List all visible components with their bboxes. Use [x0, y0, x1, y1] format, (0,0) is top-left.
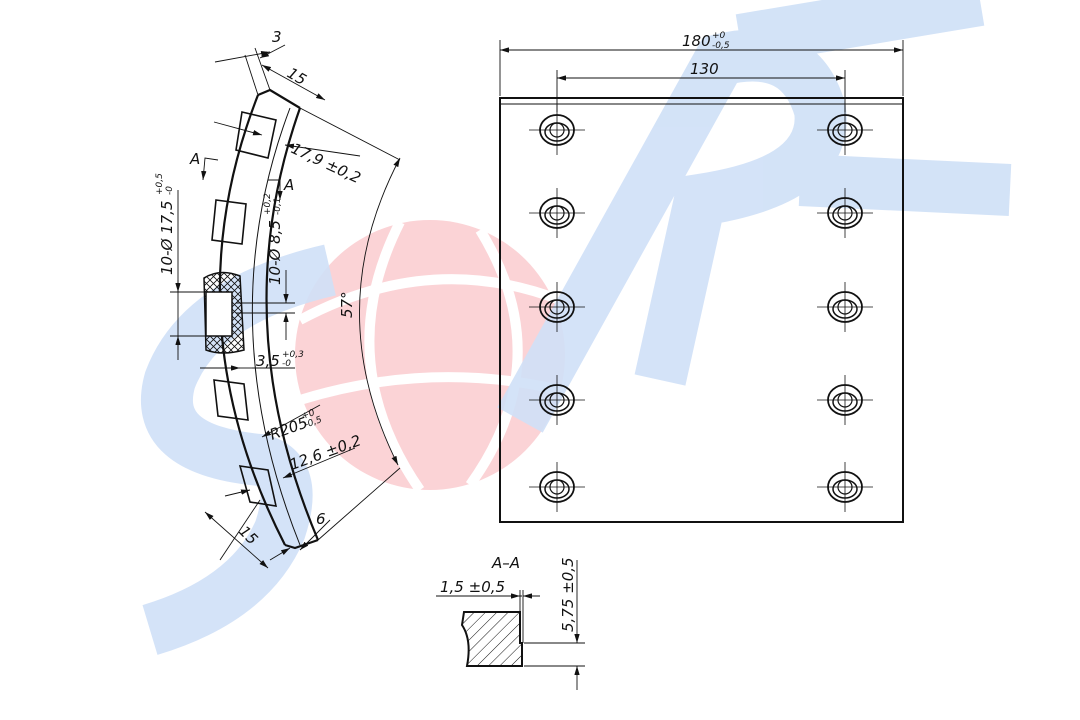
- dim-3-5-tol-low: -0: [282, 359, 291, 369]
- dia-17-5-tol-low: -0: [165, 186, 175, 195]
- plate-width-tol-low: -0,5: [712, 41, 730, 51]
- rivet-hole: [817, 375, 873, 425]
- dim-17-9: 17,9 ±0,2: [288, 139, 363, 187]
- plate-width: 180: [682, 32, 711, 50]
- dia-17-5: 10-Ø 17,5: [158, 201, 176, 275]
- rivet-holes: [529, 105, 873, 512]
- hole-spacing: 130: [690, 60, 719, 78]
- rivet-hole: [817, 282, 873, 332]
- rivet-hole: [529, 375, 585, 425]
- section-a-a: A–A 1,5 ±0,5 5,75 ±0,5: [436, 554, 585, 690]
- dim-3: 3: [272, 28, 282, 46]
- dia-8-5-tol-low: -0,1: [273, 197, 283, 215]
- rivet-hole: [529, 462, 585, 512]
- rivet-hole: [529, 188, 585, 238]
- rivet-hole: [529, 105, 585, 155]
- section-title: A–A: [491, 554, 520, 572]
- dia-8-5-tol-up: +0,2: [263, 193, 273, 215]
- section-mark-a-right: A: [283, 176, 294, 194]
- dim-3-5: 3,5: [256, 352, 280, 370]
- radius-tol-up: +0: [300, 408, 316, 422]
- angle-57: 57°: [338, 291, 356, 318]
- rivet-hole: [817, 462, 873, 512]
- plate-view: 180 +0 -0,5 130: [499, 31, 904, 523]
- plate-width-tol-up: +0: [712, 31, 726, 41]
- section-hatch: [460, 611, 523, 667]
- rivet-hole: [817, 105, 873, 155]
- dim-5-75: 5,75 ±0,5: [559, 557, 577, 632]
- dim-3-5-tol-up: +0,3: [282, 350, 304, 360]
- dim-1-5: 1,5 ±0,5: [440, 578, 505, 596]
- section-mark-a-left: A: [189, 150, 200, 168]
- dim-15-top: 15: [284, 64, 310, 89]
- dia-8-5: 10-Ø 8,5: [266, 220, 284, 285]
- dim-6: 6: [316, 510, 326, 528]
- rivet-hole: [529, 282, 585, 332]
- rivet-hole: [817, 188, 873, 238]
- dia-17-5-tol-up: +0,5: [155, 173, 165, 195]
